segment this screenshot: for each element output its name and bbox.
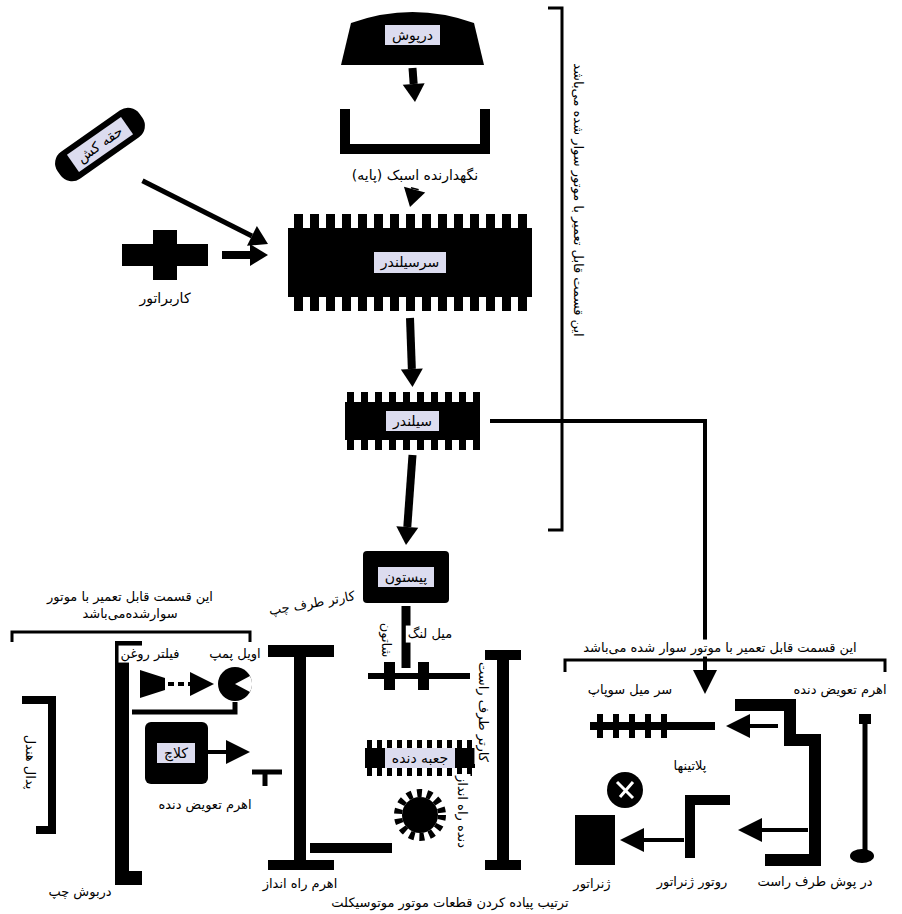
bracket [565,660,885,672]
camshaft [590,722,715,730]
carburetor: کاربراتور [110,228,220,308]
part-label: این قسمت قابل تعمیر با موتور سوارشده‌می‌… [28,589,232,623]
bracket [548,8,562,530]
oil-pump [218,667,252,701]
gear-shift-lever [859,714,871,724]
cover-cap: درپوش [335,5,490,65]
left-cover [122,648,142,878]
gearbox: جعبه دنده [365,738,475,778]
arrow-shaft [407,455,412,527]
cylinder: سیلندر [335,390,490,452]
node-text: درپوش [385,25,440,45]
oil-pump [235,676,252,692]
arrow-shaft [222,251,250,259]
part-label: کارتر طرف چپ [266,588,359,620]
part-label: کارتر طرف راست [475,660,492,764]
node-text: نگهدارنده اسبک (پایه) [349,165,481,185]
arrow-shaft [413,68,414,84]
node-text: سیلندر [386,411,439,431]
right-crankcase [485,860,521,870]
flow-arrow [206,750,246,754]
starter-gear [402,797,438,833]
flow-arrow [168,682,210,686]
clutch: کلاچ [145,722,208,784]
caption: ترتیب پیاده کردن قطعات موتور موتوسیکلت [329,895,570,912]
kick-lever [310,843,392,853]
arrow-shaft [410,318,412,369]
crank-web [418,662,429,690]
arrowhead [401,369,423,387]
node-text: سرسیلندر [374,252,446,272]
part-label: دربوش چپ [46,884,113,901]
right-cover [735,705,815,860]
part-label: اهرم تعویض دنده [791,682,888,699]
arrowhead [404,187,425,207]
part-label: میل لنگ [406,626,454,643]
part-label: اهرم راه انداز [261,876,340,893]
flow-arrow [401,318,423,387]
cam-lobes [600,714,664,738]
flow-arrow [730,724,778,728]
starter-gear-teeth [398,793,442,837]
part-label: ژنراتور [571,876,612,893]
part-label: این قسمت قابل تعمیر با موتور سوار شده می… [581,640,858,657]
part-label: سر میل سوپاپ [586,682,675,699]
cylinder-head: سرسیلندر [270,210,550,315]
flow-arrow [396,455,418,545]
part-label: روتور ژنراتور [655,874,730,891]
flow-arrow [404,187,425,207]
arrowhead [396,526,418,545]
oil-filter [140,670,165,698]
flow-arrow [742,828,808,832]
part-label: شاتون [378,621,395,660]
part-label: اویل پمپ [207,646,262,663]
generator-rotor [690,800,730,858]
flow-arrow [624,838,684,842]
arrowhead [403,83,425,102]
left-crankcase [294,645,306,867]
crank-web [384,662,395,690]
part-label: فیلتر روغن [119,646,182,663]
gear-shift-lever [252,772,282,786]
arrow-shaft [142,181,252,236]
left-crankcase [268,860,334,870]
part-label: دنده راه انداز [454,774,471,850]
part-label: اهرم تعویض دنده [156,797,253,814]
node-text: جعبه دنده [385,748,455,768]
part-label: پلاتینها [672,758,709,775]
flow-arrow [403,68,425,102]
part-label: در پوش طرف راست [755,874,874,891]
piston: پیستون [360,548,452,606]
arrowhead [247,226,268,246]
contact-points [607,772,643,808]
arrowhead [250,244,268,266]
rocker-holder: نگهدارنده اسبک (پایه) [330,105,500,185]
node-text: کاربراتور [136,288,193,308]
part-label: پدال هندل [22,733,39,792]
bracket [12,632,250,642]
generator [575,815,615,865]
node-text: کلاچ [157,743,195,763]
kick-pedal [22,700,52,830]
contact-points [617,782,633,798]
flow-arrow [222,244,268,266]
gear-shift-lever [850,849,874,863]
flow-line [132,702,235,712]
right-crankcase [497,650,509,868]
part-label: این قسمت قابل تعمیر با موتور سوار شده می… [570,61,587,338]
puller-tool: حقه کش [50,102,151,186]
node-text: پیستون [378,567,434,587]
gear-shift-lever [863,722,868,850]
